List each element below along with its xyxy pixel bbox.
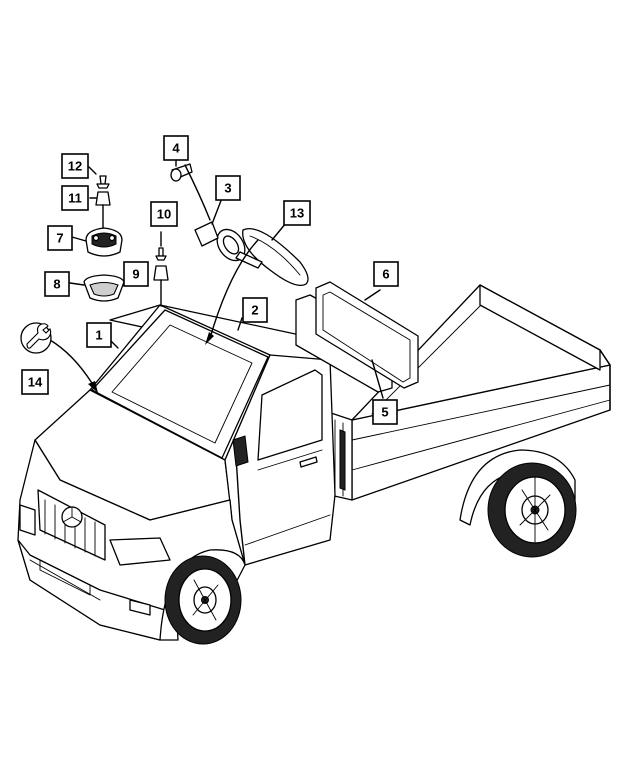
callout-12-label: 12 <box>68 159 82 174</box>
wrench-icon <box>20 322 52 354</box>
callout-13-label: 13 <box>290 206 304 221</box>
callout-7: 7 <box>47 225 73 251</box>
front-wheel <box>159 549 246 645</box>
callout-5-label: 5 <box>381 405 388 420</box>
callout-1-label: 1 <box>95 328 102 343</box>
clip-small <box>96 175 110 189</box>
callout-3-label: 3 <box>224 181 231 196</box>
sensor-stack <box>83 175 169 302</box>
callout-14: 14 <box>21 369 49 395</box>
callout-6: 6 <box>373 261 399 287</box>
mirror-pad <box>194 221 219 247</box>
callout-7-label: 7 <box>56 231 63 246</box>
callout-13: 13 <box>283 200 311 226</box>
callout-14-label: 14 <box>28 375 43 390</box>
callout-3: 3 <box>215 175 241 201</box>
callout-9-label: 9 <box>132 267 139 282</box>
callout-5: 5 <box>372 399 398 425</box>
callout-4-label: 4 <box>172 141 180 156</box>
callout-8-label: 8 <box>53 277 60 292</box>
callout-9: 9 <box>123 261 149 287</box>
rain-sensor <box>85 227 123 257</box>
callout-11-label: 11 <box>68 191 82 206</box>
callout-11: 11 <box>61 185 89 211</box>
callouts: 1 2 3 4 5 6 7 8 9 10 11 12 13 14 <box>21 135 399 425</box>
callout-8: 8 <box>44 271 70 297</box>
clip-9 <box>153 265 169 281</box>
sensor-cover <box>83 274 125 302</box>
mercedes-star-icon <box>61 506 83 528</box>
clip-medium <box>95 191 111 206</box>
callout-12: 12 <box>61 153 89 179</box>
callout-4: 4 <box>163 135 189 161</box>
callout-10-label: 10 <box>157 207 171 222</box>
rear-window-seal <box>315 281 419 389</box>
clip-10 <box>155 247 167 261</box>
callout-1: 1 <box>86 322 112 348</box>
callout-6-label: 6 <box>382 267 389 282</box>
truck-illustration <box>17 284 611 645</box>
rearview-mirror <box>216 228 309 287</box>
callout-2-label: 2 <box>251 303 258 318</box>
windshield-glass <box>91 309 269 459</box>
rear-wheel <box>459 449 577 558</box>
callout-2: 2 <box>242 297 268 323</box>
callout-10: 10 <box>150 201 178 227</box>
leader-lines <box>49 159 384 399</box>
